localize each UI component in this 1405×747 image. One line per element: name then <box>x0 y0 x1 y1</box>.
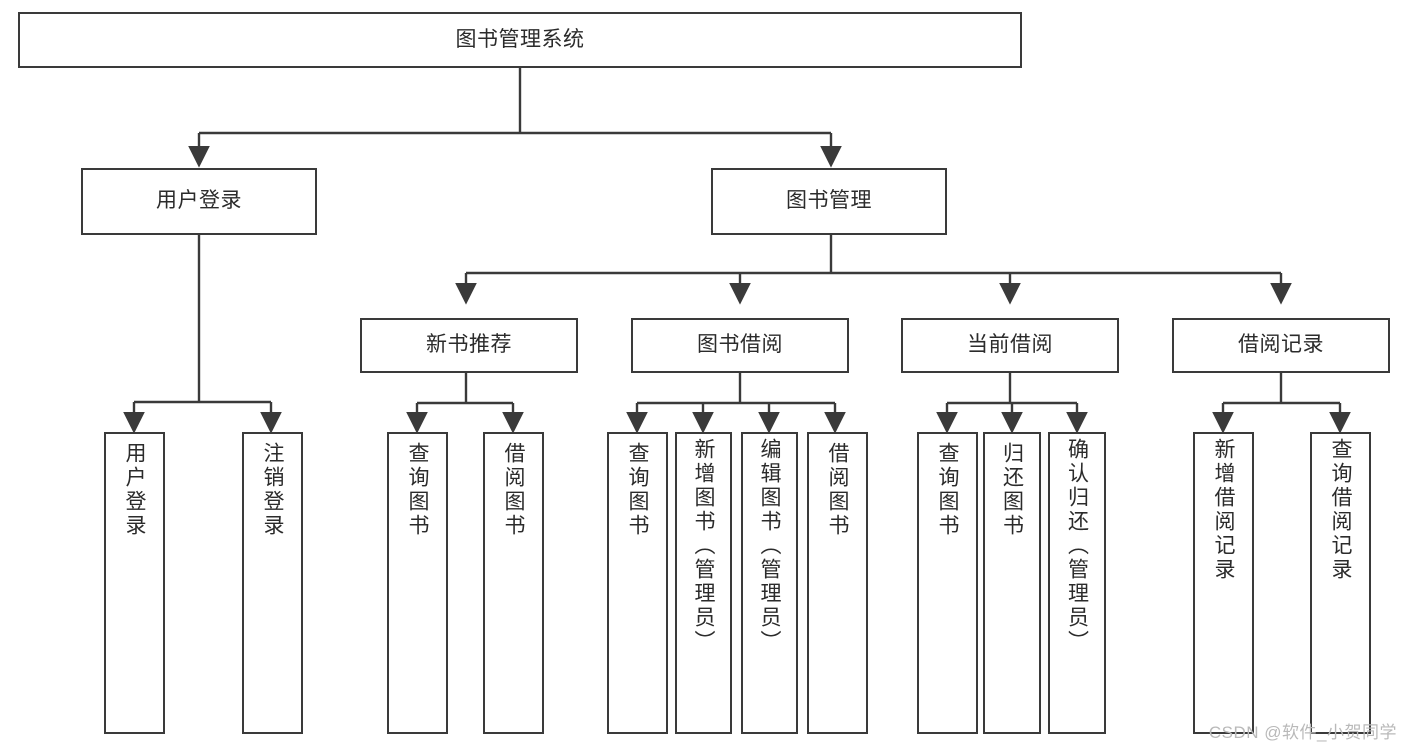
node-label: 确认归还（管理员） <box>1065 438 1089 654</box>
node-label: 查询图书 <box>406 442 429 538</box>
node-label: 借阅图书 <box>502 442 525 538</box>
node-label: 查询借阅记录 <box>1329 438 1352 582</box>
node-label: 新增图书（管理员） <box>692 438 715 654</box>
node-label: 查询图书 <box>626 442 649 538</box>
node-leaf-query-borrow-record[interactable]: 查询借阅记录 <box>1310 432 1371 734</box>
node-book-management[interactable]: 图书管理 <box>711 168 947 235</box>
node-user-login[interactable]: 用户登录 <box>81 168 317 235</box>
node-label: 新书推荐 <box>426 333 512 357</box>
node-label: 查询图书 <box>936 442 959 538</box>
node-root-system[interactable]: 图书管理系统 <box>18 12 1022 68</box>
node-label: 借阅图书 <box>826 442 849 538</box>
node-leaf-query-book-recommend[interactable]: 查询图书 <box>387 432 448 734</box>
node-label: 当前借阅 <box>967 333 1053 357</box>
node-leaf-borrow-book-recommend[interactable]: 借阅图书 <box>483 432 544 734</box>
node-book-borrow[interactable]: 图书借阅 <box>631 318 849 373</box>
node-leaf-borrow-book[interactable]: 借阅图书 <box>807 432 868 734</box>
node-leaf-return-book[interactable]: 归还图书 <box>983 432 1041 734</box>
node-label: 图书管理系统 <box>455 27 585 51</box>
node-leaf-user-login[interactable]: 用户登录 <box>104 432 165 734</box>
node-new-book-recommend[interactable]: 新书推荐 <box>360 318 578 373</box>
csdn-watermark: CSDN @软件_小贺同学 <box>1208 723 1397 742</box>
node-leaf-add-book-admin[interactable]: 新增图书（管理员） <box>675 432 732 734</box>
node-leaf-edit-book-admin[interactable]: 编辑图书（管理员） <box>741 432 798 734</box>
node-leaf-add-borrow-record[interactable]: 新增借阅记录 <box>1193 432 1254 734</box>
node-label: 图书管理 <box>786 189 872 213</box>
node-label: 归还图书 <box>1000 442 1024 538</box>
node-leaf-confirm-return-admin[interactable]: 确认归还（管理员） <box>1048 432 1106 734</box>
node-leaf-query-book-borrow[interactable]: 查询图书 <box>607 432 668 734</box>
node-label: 用户登录 <box>123 442 146 538</box>
node-current-borrow[interactable]: 当前借阅 <box>901 318 1119 373</box>
node-leaf-logout[interactable]: 注销登录 <box>242 432 303 734</box>
node-borrow-record[interactable]: 借阅记录 <box>1172 318 1390 373</box>
node-label: 用户登录 <box>156 189 242 213</box>
node-label: 注销登录 <box>261 442 284 538</box>
node-label: 图书借阅 <box>697 333 783 357</box>
node-label: 借阅记录 <box>1238 333 1324 357</box>
node-label: 新增借阅记录 <box>1212 438 1235 582</box>
node-leaf-query-book-current[interactable]: 查询图书 <box>917 432 978 734</box>
node-label: 编辑图书（管理员） <box>758 438 781 654</box>
